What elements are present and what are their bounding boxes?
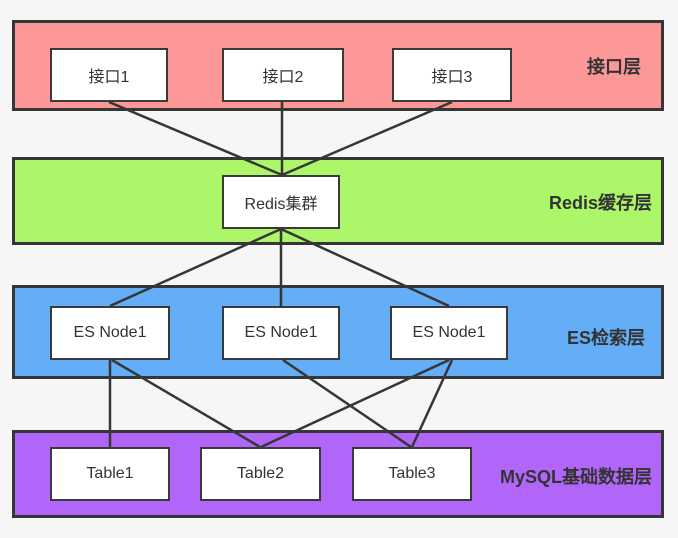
node-redis-cluster: Redis集群 — [222, 175, 340, 229]
node-api-2-label: 接口2 — [262, 69, 304, 86]
layer-label-es: ES检索层 — [566, 328, 645, 348]
node-es-2-label: ES Node1 — [244, 324, 318, 341]
node-api-1: 接口1 — [50, 48, 168, 102]
node-table-2: Table2 — [200, 447, 321, 501]
node-table-2-label: Table2 — [236, 465, 285, 482]
node-table-3: Table3 — [352, 447, 472, 501]
node-table-3-label: Table3 — [388, 465, 436, 482]
node-es-1: ES Node1 — [50, 306, 170, 360]
layer-label-redis: Redis缓存层 — [548, 193, 652, 213]
node-es-3: ES Node1 — [390, 306, 508, 360]
node-es-2: ES Node1 — [222, 306, 340, 360]
node-redis-cluster-label: Redis集群 — [244, 196, 318, 213]
node-table-1: Table1 — [50, 447, 170, 501]
layer-label-api: 接口层 — [587, 57, 641, 77]
node-api-3: 接口3 — [392, 48, 512, 102]
node-api-1-label: 接口1 — [88, 69, 130, 86]
node-api-3-label: 接口3 — [431, 69, 473, 86]
node-es-1-label: ES Node1 — [73, 324, 147, 341]
layer-label-mysql: MySQL基础数据层 — [499, 467, 652, 487]
node-table-1-label: Table1 — [86, 465, 134, 482]
node-api-2: 接口2 — [222, 48, 344, 102]
node-es-3-label: ES Node1 — [412, 324, 486, 341]
